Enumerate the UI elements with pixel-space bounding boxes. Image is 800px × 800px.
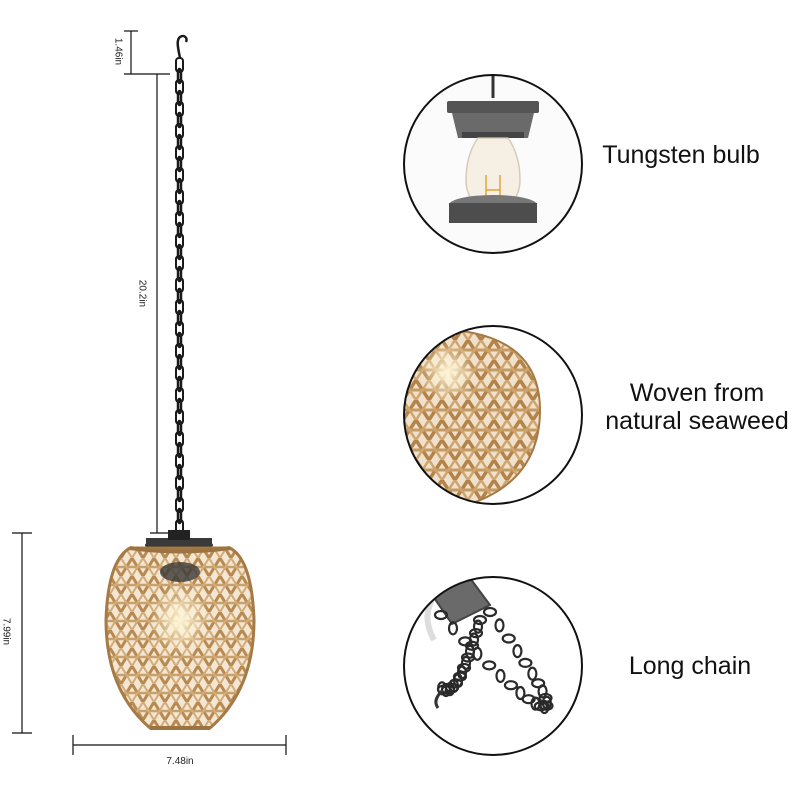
chain-link [176,309,183,327]
closeup-chain-link [539,699,550,715]
feature-woven-line1: Woven from [629,379,765,407]
chain-link [175,343,184,359]
chain-link [176,353,183,371]
closeup-chain-link [464,640,480,651]
chain-link [176,133,183,151]
lamp-width-label: 7.48in [166,756,194,767]
closeup-chain-link [518,657,533,669]
chain-link [175,57,184,73]
closeup-chain-link [468,628,484,639]
chain [175,57,184,547]
lamp-height-label: 7.99in [0,617,12,646]
chain-link [176,441,183,459]
closeup-chain-link [447,621,459,636]
closeup-chain [403,576,583,756]
hook-icon [176,34,188,59]
closeup-chain-link [527,666,538,681]
chain-link [176,331,183,349]
chain-link [176,265,183,283]
chain-link [176,111,183,129]
closeup-chain-link [495,668,506,684]
closeup-chain-link [433,609,449,621]
chain-link [175,101,184,117]
closeup-tungsten-bulb [403,74,583,254]
chain-link [175,409,184,425]
feature-long-chain-label: Long chain [628,652,752,680]
chain-link [176,463,183,481]
closeup-chain-link [512,643,523,659]
chain-link [175,145,184,161]
chain-link [176,221,183,239]
closeup-chain-link [531,678,546,689]
chain-link [175,453,184,469]
dimension-chain-length [150,74,170,534]
dimension-lamp-height [12,532,32,734]
closeup-chain-link [503,680,519,691]
woven-lamp-shade [104,546,256,730]
feature-tungsten-bulb-label: Tungsten bulb [602,141,760,169]
closeup-chain-link [482,660,497,671]
chain-link [175,431,184,447]
closeup-chain-link [468,632,480,647]
chain-link [175,365,184,381]
chain-link [176,243,183,261]
closeup-chain-link [472,614,488,626]
chain-link [175,211,184,227]
chain-link [176,155,183,173]
chain-link [175,79,184,95]
dimension-hook-height [124,30,170,75]
closeup-chain-link [533,701,548,712]
chain-link [176,199,183,217]
feature-woven-line2: natural seaweed [605,407,789,435]
chain-link [175,321,184,337]
chain-link [176,177,183,195]
chain-link [175,255,184,271]
closeup-chain-link [515,685,526,701]
dimension-lamp-width [72,735,287,755]
hook-height-label: 1.46in [112,37,124,66]
chain-link [176,67,183,85]
closeup-chain-link [537,684,548,699]
closeup-chain-link [501,633,516,644]
feature-woven-label: Woven from natural seaweed [592,379,800,435]
chain-link [175,167,184,183]
chain-link [175,233,184,249]
chain-link [175,123,184,139]
chain-link [176,507,183,525]
chain-link [175,475,184,491]
chain-link [176,485,183,503]
chain-link [176,89,183,107]
closeup-chain-link [494,618,505,633]
chain-link [175,299,184,315]
closeup-chain-link [464,644,476,659]
closeup-chain-link [436,681,448,696]
closeup-chain-link [482,606,498,618]
chain-link [176,397,183,415]
chain-length-label: 20.2in [136,279,148,308]
chain-link [175,189,184,205]
chain-link [176,375,183,393]
chain-link [176,287,183,305]
closeup-chain-link [472,619,484,634]
chain-link [175,387,184,403]
chain-link [175,277,184,293]
closeup-chain-link [460,652,476,663]
closeup-chain-link [456,662,472,674]
closeup-woven-shade [403,325,583,505]
chain-link [176,419,183,437]
chain-link [175,497,184,513]
